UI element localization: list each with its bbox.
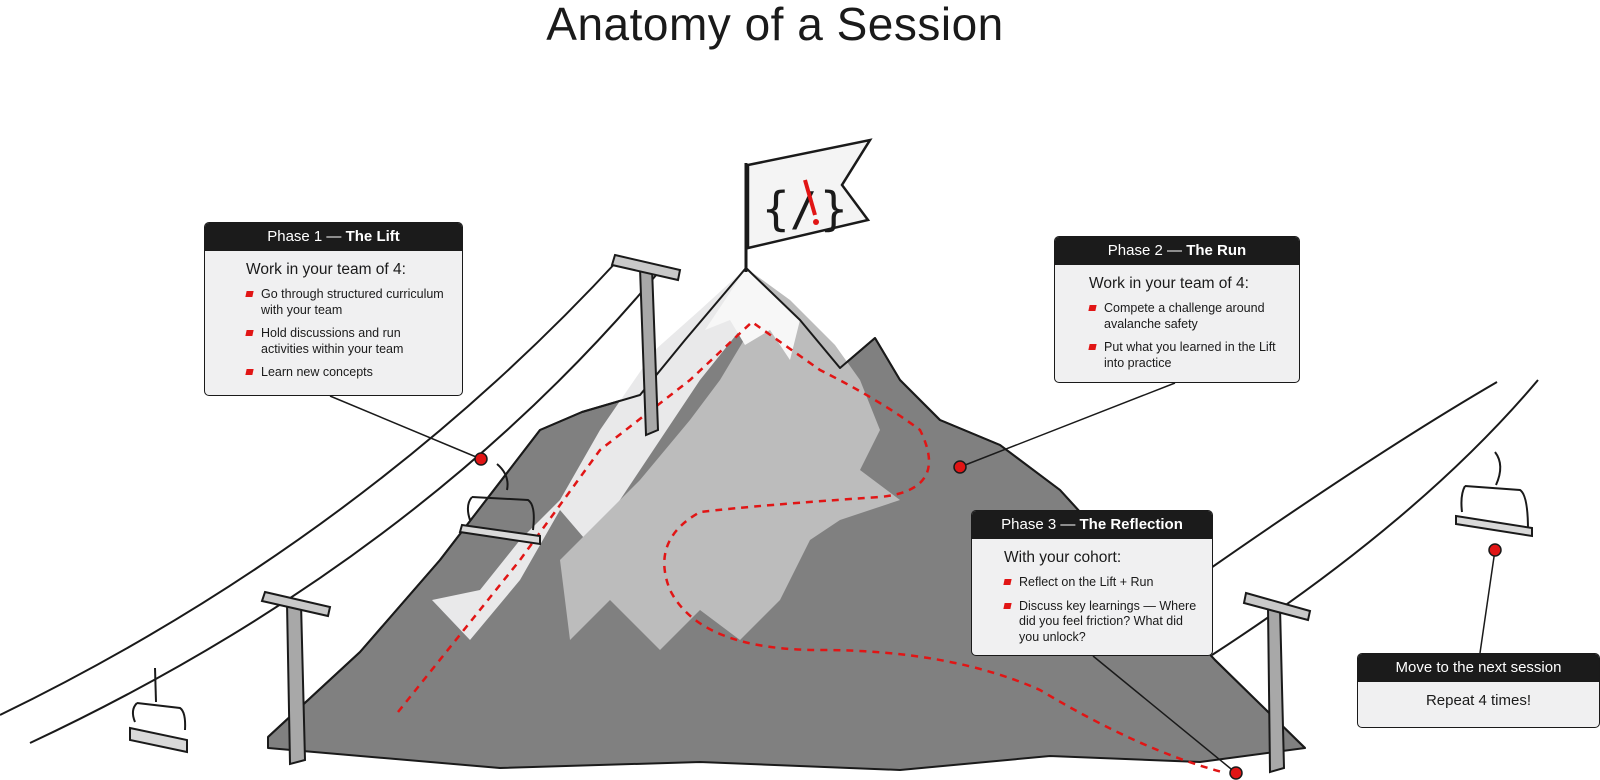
lift-cables (0, 257, 1539, 744)
next-session-header: Move to the next session (1358, 654, 1599, 682)
chairlift-chair-2 (129, 667, 188, 754)
phase3-name: The Reflection (1079, 516, 1183, 533)
phase2-marker (953, 460, 967, 474)
list-item: Go through structured curriculum with yo… (246, 287, 448, 318)
list-item: Discuss key learnings — Where did you fe… (1004, 599, 1204, 646)
svg-text:}: } (820, 182, 848, 236)
phase3-header: Phase 3 — The Reflection (972, 511, 1212, 539)
next-session-card: Move to the next session Repeat 4 times! (1357, 653, 1600, 728)
phase2-list: Compete a challenge around avalanche saf… (1089, 301, 1285, 371)
phase1-card: Phase 1 — The Lift Work in your team of … (204, 222, 463, 396)
next-session-marker (1488, 543, 1502, 557)
chairlift-chair-3 (1455, 451, 1533, 538)
phase2-subtitle: Work in your team of 4: (1089, 275, 1249, 292)
lift-tower-3 (1242, 591, 1312, 774)
chairlift-chair-1 (458, 463, 541, 546)
lift-tower-1 (610, 253, 682, 437)
phase1-marker (474, 452, 488, 466)
list-item: Compete a challenge around avalanche saf… (1089, 301, 1285, 332)
leader-lines (329, 382, 1496, 774)
next-session-body: Repeat 4 times! (1425, 692, 1532, 709)
summit-flag: {/ } (744, 138, 873, 272)
phase1-name: The Lift (345, 228, 400, 245)
phase3-list: Reflect on the Lift + Run Discuss key le… (1004, 575, 1204, 645)
phase3-marker (1229, 766, 1243, 780)
phase-markers (474, 452, 1502, 780)
phase1-header: Phase 1 — The Lift (205, 223, 462, 251)
phase3-card: Phase 3 — The Reflection With your cohor… (971, 510, 1213, 656)
list-item: Reflect on the Lift + Run (1004, 575, 1204, 591)
phase2-name: The Run (1186, 242, 1247, 259)
phase1-list: Go through structured curriculum with yo… (246, 287, 448, 381)
lift-tower-2 (260, 590, 332, 766)
mountain-light-face (432, 268, 770, 640)
list-item: Learn new concepts (246, 365, 448, 381)
list-item: Put what you learned in the Lift into pr… (1089, 340, 1285, 371)
phase1-subtitle: Work in your team of 4: (246, 261, 406, 278)
phase3-subtitle: With your cohort: (1004, 549, 1122, 566)
page-title: Anatomy of a Session (546, 0, 1004, 50)
phase2-header: Phase 2 — The Run (1055, 237, 1299, 265)
ski-trail (397, 320, 1223, 774)
list-item: Hold discussions and run activities with… (246, 326, 448, 357)
mountain-mid-face (560, 268, 900, 650)
mountain-snow-peak (705, 268, 800, 360)
phase2-card: Phase 2 — The Run Work in your team of 4… (1054, 236, 1300, 383)
